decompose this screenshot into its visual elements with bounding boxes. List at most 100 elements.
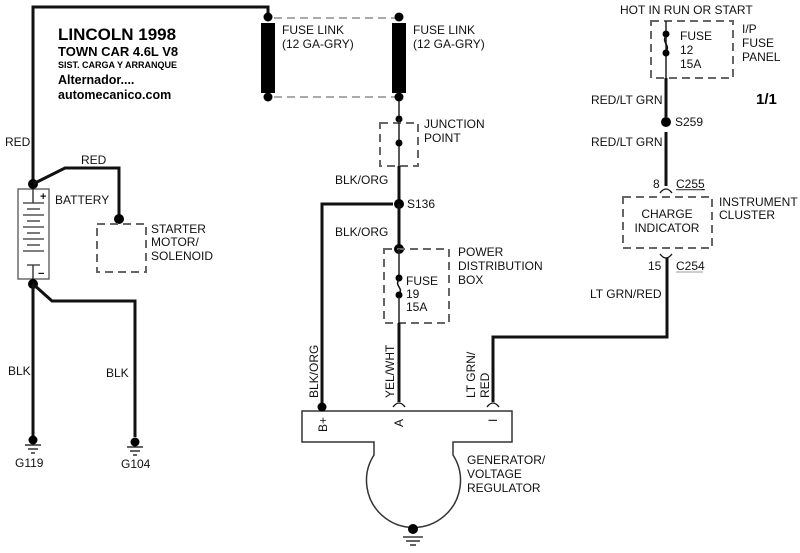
fuse-link-1-label: FUSE LINK (282, 23, 344, 37)
instrument-cluster: CHARGE INDICATOR INSTRUMENT CLUSTER (622, 195, 798, 249)
starter-terminal (114, 214, 124, 224)
fuse-link-2: FUSE LINK (12 GA-GRY) (392, 12, 485, 102)
battery: + − BATTERY (17, 179, 109, 289)
fuse-link-1-bottom-terminal (263, 92, 273, 102)
battery-plus-sign: + (40, 191, 46, 203)
junction-point-label-2: POINT (424, 131, 461, 145)
pdb-label-1: POWER (458, 245, 504, 259)
fuse-12: FUSE 12 15A (662, 29, 712, 71)
charge-indicator-label-2: INDICATOR (635, 221, 700, 235)
fuse-link-2-top-terminal (394, 12, 404, 22)
wire-label-blk-org-lower: BLK/ORG (335, 225, 388, 239)
generator-label-1: GENERATOR/ (467, 453, 546, 467)
connector-i-icon (486, 402, 500, 408)
fuse-link-1-top-terminal (263, 12, 273, 22)
junction-point: JUNCTION POINT (379, 115, 485, 167)
battery-label: BATTERY (55, 193, 109, 207)
starter-label-2: MOTOR/ (151, 235, 199, 249)
wire-label-red-main: RED (5, 135, 31, 149)
wire-red-main (31, 5, 270, 184)
ground-g119-icon (25, 444, 41, 454)
wire-label-blk-g104: BLK (106, 366, 129, 380)
wire-label-lt-grn-red-vert-1: LT GRN/ (464, 351, 478, 398)
splice-s259 (661, 117, 671, 127)
pin-a-label: A (392, 419, 406, 427)
wire-label-blk-g119: BLK (8, 364, 31, 378)
fuse-12-top-terminal (662, 30, 670, 38)
wire-label-red-starter: RED (81, 153, 107, 167)
ip-fuse-panel: FUSE 12 15A I/P FUSE PANEL (650, 20, 781, 79)
ground-g119-terminal (28, 435, 38, 445)
diagram-subject: Alternador.... (58, 73, 134, 87)
junction-point-label-1: JUNCTION (424, 117, 485, 131)
splice-s259-label: S259 (675, 115, 703, 129)
fuse-19-element-icon (396, 279, 402, 294)
wire-label-red-lt-grn-lower: RED/LT GRN (591, 135, 663, 149)
header: LINCOLN 1998 TOWN CAR 4.6L V8 SIST. CARG… (58, 25, 178, 102)
pdb-label-2: DISTRIBUTION (458, 259, 543, 273)
starter-label-3: SOLENOID (151, 249, 213, 263)
fuse-19-rating: 15A (406, 300, 427, 314)
fuse-19: FUSE 19 15A (395, 274, 438, 314)
generator-label-2: VOLTAGE (467, 467, 522, 481)
instrument-cluster-label-1: INSTRUMENT (719, 195, 798, 209)
ip-fuse-panel-label-2: FUSE (742, 36, 774, 50)
hot-in-run-or-start-label: HOT IN RUN OR START (620, 3, 753, 17)
fuse-link-2-label: FUSE LINK (413, 23, 475, 37)
fuse-link-1-body (261, 23, 275, 93)
fuse-link-2-body (392, 23, 406, 93)
connector-a-icon (392, 402, 406, 408)
bplus-terminal (317, 402, 327, 412)
fuse-link-2-bottom-terminal (394, 92, 404, 102)
pdb-box (383, 248, 450, 324)
connector-c255-name: C255 (676, 177, 705, 191)
connector-c255-icon (659, 188, 673, 194)
starter-box (96, 223, 147, 273)
ip-fuse-panel-box (650, 20, 734, 79)
junction-center-dot (395, 139, 403, 147)
splice-s136-label: S136 (407, 197, 435, 211)
starter-motor-solenoid: STARTER MOTOR/ SOLENOID (96, 214, 213, 273)
fuse-12-rating: 15A (680, 57, 701, 71)
starter-label-1: STARTER (151, 222, 206, 236)
wire-blk-g104 (31, 282, 137, 437)
ground-g119-label: G119 (15, 456, 44, 470)
wire-label-red-lt-grn-upper: RED/LT GRN (591, 93, 663, 107)
pin-bplus-label: B+ (316, 417, 330, 432)
ground-g104-icon (127, 446, 143, 456)
diagram-model: TOWN CAR 4.6L V8 (58, 44, 178, 59)
fuse-12-label: FUSE (680, 29, 712, 43)
ip-fuse-panel-label-1: I/P (742, 22, 757, 36)
fuse-19-top-terminal (395, 274, 403, 282)
diagram-website: automecanico.com (58, 88, 171, 102)
fuse-link-2-spec: (12 GA-GRY) (413, 37, 485, 51)
pdb-label-3: BOX (458, 273, 483, 287)
ip-fuse-panel-label-3: PANEL (742, 50, 781, 64)
instrument-cluster-label-2: CLUSTER (719, 208, 775, 222)
fuse-link-1-spec: (12 GA-GRY) (282, 37, 354, 51)
fuse-link-1: FUSE LINK (12 GA-GRY) (261, 12, 354, 102)
connector-c255-pin: 8 (653, 177, 660, 191)
fuse-12-bottom-terminal (662, 49, 670, 57)
pin-i-label: I (486, 419, 500, 422)
battery-cells-icon (23, 202, 44, 266)
charge-indicator-label-1: CHARGE (641, 207, 692, 221)
wire-label-yel-wht: YEL/WHT (383, 344, 397, 398)
generator-voltage-regulator: B+ A I GENERATOR/ VOLTAGE REGULATOR (301, 402, 546, 546)
ground-g104-terminal (130, 437, 140, 447)
wire-label-blk-org-upper: BLK/ORG (335, 173, 388, 187)
power-distribution-box: FUSE 19 15A POWER DISTRIBUTION BOX (383, 244, 543, 324)
connector-c254-icon (659, 253, 673, 259)
fuse-12-number: 12 (680, 43, 694, 57)
connector-c254-pin: 15 (648, 259, 662, 273)
diagram-title: LINCOLN 1998 (58, 25, 176, 44)
generator-ground-icon (403, 536, 423, 546)
diagram-system: SIST. CARGA Y ARRANQUE (58, 60, 177, 70)
wire-label-lt-grn-red-vert-2: RED (478, 372, 492, 398)
wire-lt-grn-red (491, 258, 669, 402)
generator-ground-terminal (408, 524, 418, 534)
generator-label-3: REGULATOR (467, 481, 541, 495)
fuse-19-label: FUSE (406, 274, 438, 288)
wire-blk-org-bplus (320, 202, 393, 406)
